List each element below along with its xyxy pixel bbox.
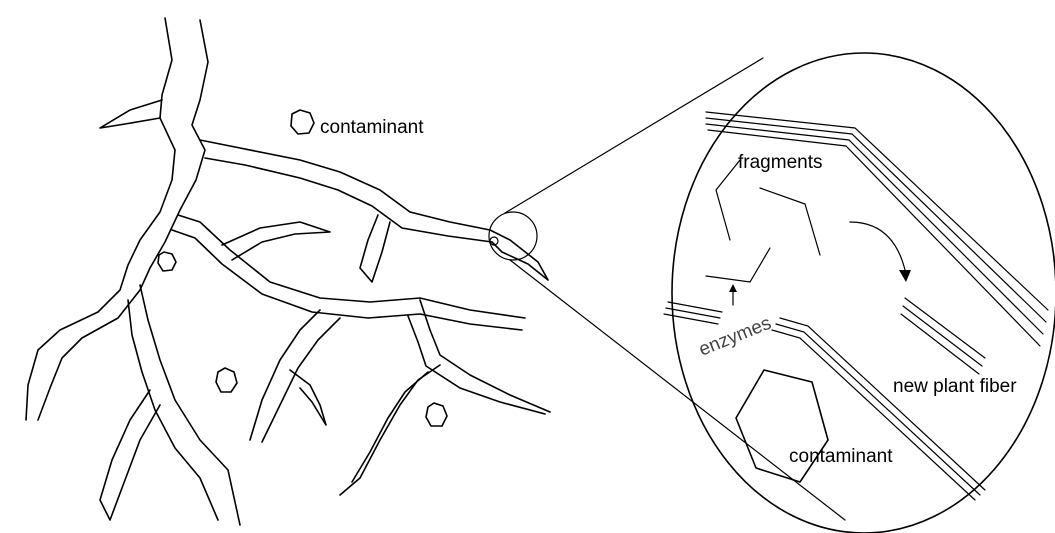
root-branch-main-right-bottom xyxy=(205,158,492,242)
magnifier-line-top xyxy=(505,58,763,213)
enzyme-arrow-head-icon xyxy=(729,284,737,292)
fiber-strand-bottom-6 xyxy=(772,330,975,500)
label-fragments: fragments xyxy=(738,152,822,173)
root-branch-small-up xyxy=(222,222,330,260)
contaminant-hexagon xyxy=(291,110,314,134)
root-branch-lower-c xyxy=(290,370,326,425)
root-spur xyxy=(360,215,390,282)
root-trunk-lower-spur xyxy=(100,390,160,520)
root-branch-lower-right-d xyxy=(352,372,428,482)
fiber-strand-bottom-2 xyxy=(666,308,720,318)
root-trunk-lower-b xyxy=(128,300,218,520)
fiber-strand-bottom-3 xyxy=(664,314,718,324)
root-branch-upper-left xyxy=(100,100,162,128)
label-contaminant-zoom: contaminant xyxy=(789,446,893,467)
fragment xyxy=(706,248,770,282)
root-branch-lower-right-b xyxy=(408,316,545,414)
root-branch-middle-top xyxy=(178,215,525,318)
fiber-strand-bottom-1 xyxy=(668,302,722,312)
new-fiber-1 xyxy=(905,298,985,358)
root-branch-main-right-top xyxy=(200,140,490,230)
root-network xyxy=(26,18,550,525)
magnified-contents xyxy=(664,112,1048,500)
label-enzymes: enzymes xyxy=(696,313,774,361)
fiber-strand-top-1 xyxy=(706,112,1048,310)
new-fiber-2 xyxy=(903,306,982,366)
label-contaminant-top: contaminant xyxy=(320,117,424,138)
root-branch-lower-a xyxy=(250,310,320,440)
root-trunk-left-edge xyxy=(26,18,175,420)
label-new-plant-fiber: new plant fiber xyxy=(893,376,1017,397)
arrow-curve xyxy=(850,222,905,270)
contaminant-hexagon xyxy=(216,368,237,392)
fragment xyxy=(716,160,740,240)
arrow-head-icon xyxy=(899,270,911,282)
root-branch-lower-b xyxy=(262,318,340,442)
root-branch-lower-right-a xyxy=(420,300,550,412)
root-trunk-lower-a xyxy=(140,285,240,525)
root-trunk-right-edge xyxy=(38,20,208,420)
fragment xyxy=(760,188,820,255)
contaminant-hexagon xyxy=(158,252,176,271)
magnifier-small-circle xyxy=(489,212,537,260)
contaminant-hexagon xyxy=(426,403,447,426)
